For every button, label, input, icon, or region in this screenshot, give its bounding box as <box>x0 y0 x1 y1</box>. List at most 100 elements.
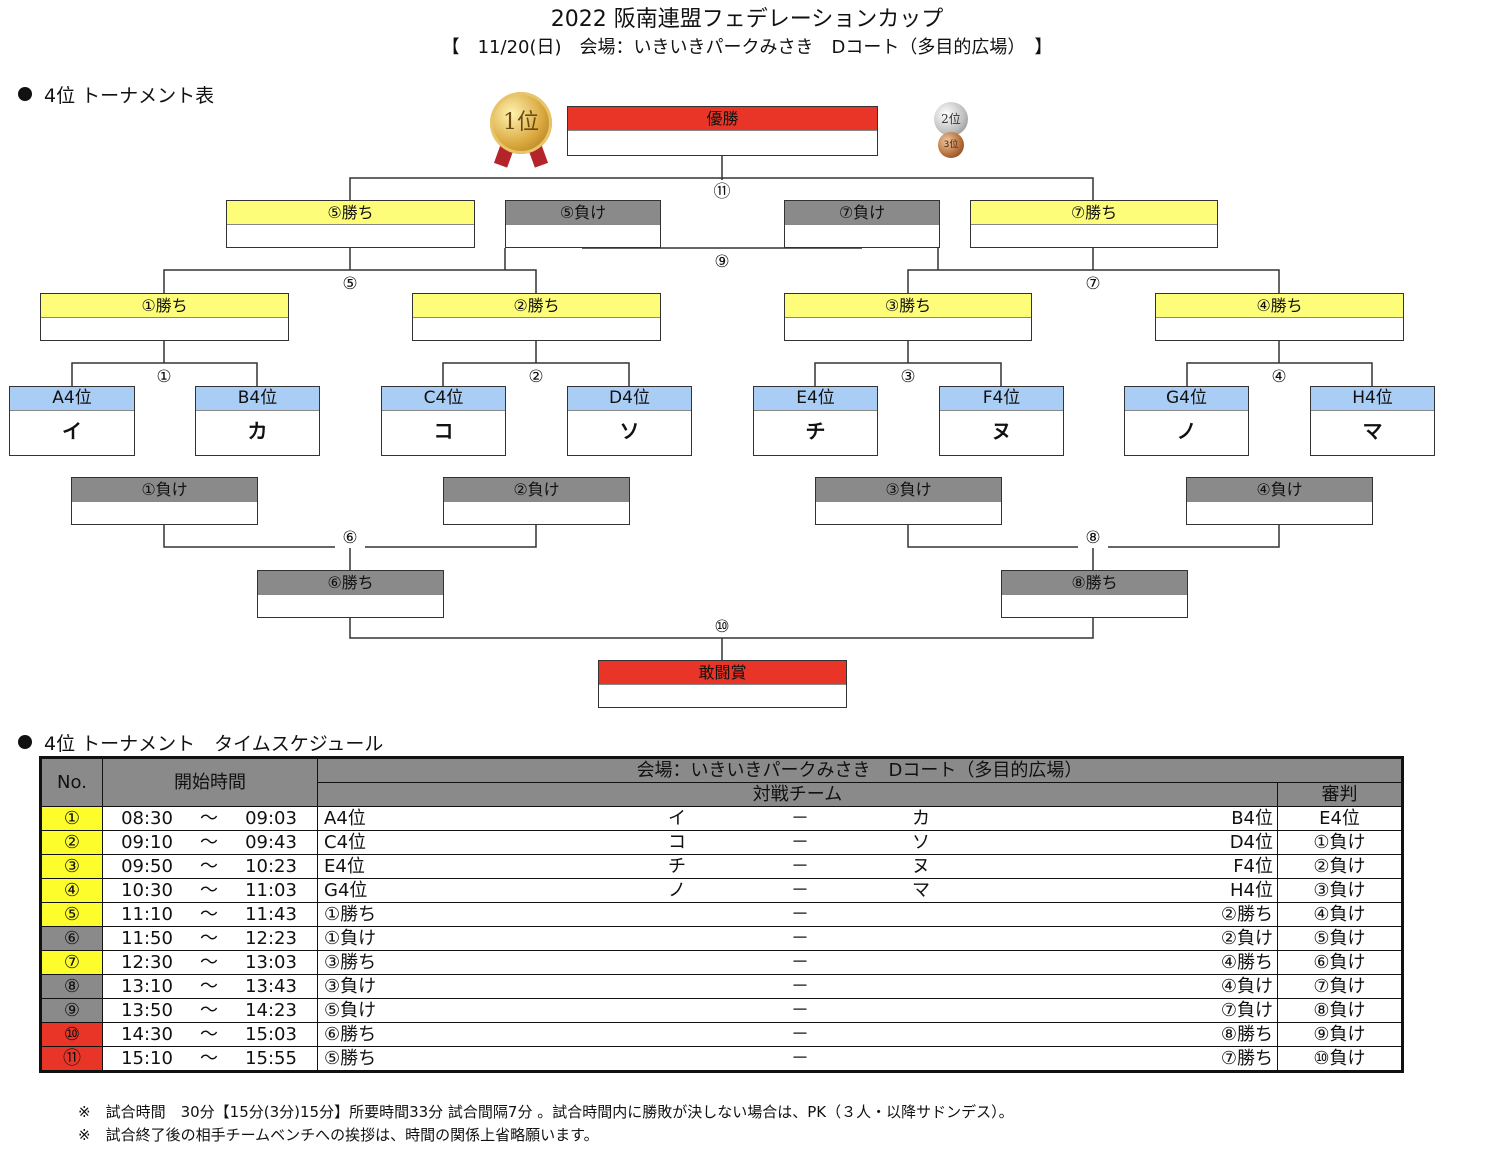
page-title: 2022 阪南連盟フェデレーションカップ <box>550 7 944 32</box>
slot-label: ②負け <box>444 478 629 502</box>
slot-w2: ②勝ち <box>412 293 661 341</box>
home-slot: ⑤勝ち <box>324 1048 377 1069</box>
home-slot: ①負け <box>324 928 377 949</box>
slot-l3: ③負け <box>815 477 1002 525</box>
schedule-section-heading: 4位 トーナメント タイムスケジュール <box>18 732 383 756</box>
match-cell: ⑤負け－⑦負け <box>317 998 1278 1023</box>
team-name: チ <box>805 419 826 443</box>
col-referee: 審判 <box>1277 782 1403 807</box>
time-separator: ～ <box>200 808 218 829</box>
fighting-spirit-box: 敢闘賞 <box>598 660 847 708</box>
referee: ④負け <box>1277 902 1403 927</box>
match-cell: ③負け－④負け <box>317 974 1278 999</box>
slot-label: ③負け <box>816 478 1001 502</box>
away-slot: ④勝ち <box>1220 952 1273 973</box>
slot-label: ⑥勝ち <box>258 571 443 595</box>
away-slot: F4位 <box>1233 856 1273 877</box>
match-no: ⑥ <box>40 926 103 951</box>
referee: ⑩負け <box>1277 1046 1403 1072</box>
versus: － <box>791 1048 809 1069</box>
slot-label: ⑤勝ち <box>227 201 474 225</box>
versus: － <box>791 928 809 949</box>
time-separator: ～ <box>200 1048 218 1069</box>
match-number: ⑩ <box>707 617 737 637</box>
match-number: ⑤ <box>335 274 365 294</box>
end-time: 11:03 <box>245 880 297 901</box>
slot-label: ⑦勝ち <box>971 201 1217 225</box>
match-no: ② <box>40 830 103 855</box>
match-cell: ③勝ち－④勝ち <box>317 950 1278 975</box>
time-cell: 10:30～11:03 <box>102 878 318 903</box>
versus: － <box>791 856 809 877</box>
match-number: ④ <box>1264 367 1294 387</box>
time-separator: ～ <box>200 880 218 901</box>
slot-label: ⑧勝ち <box>1002 571 1187 595</box>
end-time: 15:55 <box>245 1048 297 1069</box>
match-no: ④ <box>40 878 103 903</box>
match-number: ⑦ <box>1078 274 1108 294</box>
slot-label: ⑦負け <box>785 201 939 225</box>
time-cell: 09:10～09:43 <box>102 830 318 855</box>
champion-box: 優勝 <box>567 106 878 156</box>
versus: － <box>791 904 809 925</box>
versus: － <box>791 952 809 973</box>
start-time: 09:10 <box>121 832 173 853</box>
bracket-section-title: 4位 トーナメント表 <box>44 85 215 107</box>
referee: ⑥負け <box>1277 950 1403 975</box>
team-seed: C4位 <box>382 387 505 411</box>
team-name: コ <box>433 419 454 443</box>
end-time: 15:03 <box>245 1024 297 1045</box>
home-team: チ <box>668 856 686 877</box>
match-no: ⑤ <box>40 902 103 927</box>
time-separator: ～ <box>200 928 218 949</box>
home-slot: ①勝ち <box>324 904 377 925</box>
gold-medal-icon: 1位 <box>490 92 552 154</box>
referee: ②負け <box>1277 854 1403 879</box>
start-time: 12:30 <box>121 952 173 973</box>
away-slot: B4位 <box>1231 808 1273 829</box>
slot-label: ⑤負け <box>506 201 660 225</box>
end-time: 12:23 <box>245 928 297 949</box>
time-cell: 13:10～13:43 <box>102 974 318 999</box>
team-seed: H4位 <box>1311 387 1434 411</box>
bracket-section-heading: 4位 トーナメント表 <box>18 84 214 108</box>
end-time: 14:23 <box>245 1000 297 1021</box>
match-no: ⑦ <box>40 950 103 975</box>
team-d: D4位ソ <box>567 386 692 456</box>
team-e: E4位チ <box>753 386 878 456</box>
referee: ⑨負け <box>1277 1022 1403 1047</box>
match-number: ① <box>149 367 179 387</box>
team-seed: F4位 <box>940 387 1063 411</box>
match-number: ⑨ <box>707 252 737 272</box>
slot-l5: ⑤負け <box>505 200 661 248</box>
end-time: 13:43 <box>245 976 297 997</box>
time-cell: 14:30～15:03 <box>102 1022 318 1047</box>
match-cell: ①負け－②負け <box>317 926 1278 951</box>
time-separator: ～ <box>200 832 218 853</box>
time-separator: ～ <box>200 952 218 973</box>
referee: ①負け <box>1277 830 1403 855</box>
schedule-table: No. 開始時間 会場：いきいきパークみさき Dコート（多目的広場） 対戦チーム… <box>39 756 1404 1073</box>
match-cell: ⑥勝ち－⑧勝ち <box>317 1022 1278 1047</box>
match-number: ⑧ <box>1078 528 1108 548</box>
versus: － <box>791 1000 809 1021</box>
start-time: 11:50 <box>121 928 173 949</box>
slot-label: ④負け <box>1187 478 1372 502</box>
team-seed: A4位 <box>10 387 134 411</box>
away-slot: ⑦勝ち <box>1220 1048 1273 1069</box>
time-separator: ～ <box>200 1000 218 1021</box>
time-separator: ～ <box>200 904 218 925</box>
team-g: G4位ノ <box>1124 386 1249 456</box>
versus: － <box>791 976 809 997</box>
match-number: ② <box>521 367 551 387</box>
match-no: ⑨ <box>40 998 103 1023</box>
time-separator: ～ <box>200 1024 218 1045</box>
slot-w7: ⑦勝ち <box>970 200 1218 248</box>
